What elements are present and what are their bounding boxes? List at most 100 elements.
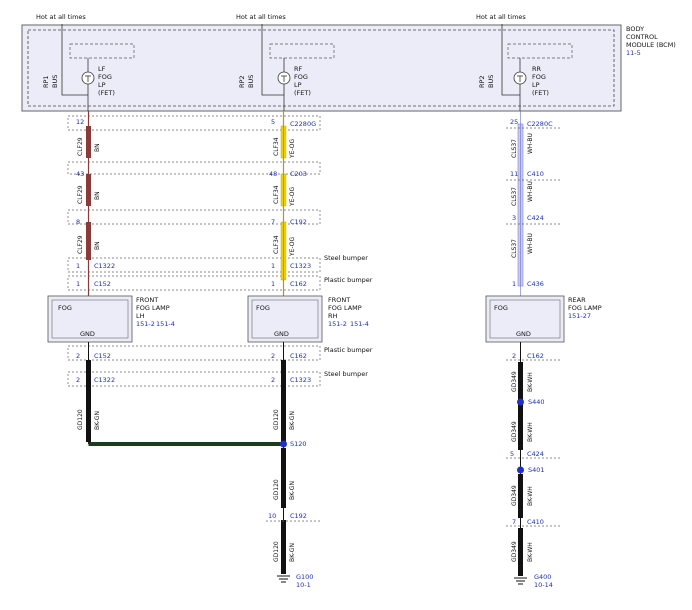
out-left-1: LF	[98, 65, 106, 73]
out-left-3: LP	[98, 81, 106, 89]
right-pin-3: 3	[512, 214, 516, 222]
right-conn-4: C436	[527, 280, 544, 288]
left-color-3: BN	[94, 241, 101, 250]
out-right-4: (FET)	[532, 89, 549, 97]
bcm-module-box	[21, 24, 622, 112]
left-gnd-pin-2: 2	[76, 376, 80, 384]
out-right-3: LP	[532, 81, 540, 89]
right-color-2: WH-BU	[527, 181, 534, 202]
right-code-2: CLS37	[511, 187, 518, 206]
right-gnd-conn-1: C162	[527, 352, 544, 360]
center-gnd-color-2: BK-GN	[289, 481, 296, 500]
out-center-4: (FET)	[294, 89, 311, 97]
right-gnd-wire-2: GD349	[511, 421, 518, 442]
left-gnd-color: BK-GN	[94, 411, 101, 430]
center-code-2: CLF34	[273, 185, 280, 204]
fet-boxes	[69, 43, 573, 59]
left-wire	[86, 111, 91, 296]
connector-bands	[67, 115, 321, 387]
center-pin-4: 1	[271, 262, 275, 270]
left-pin-3: 8	[76, 218, 80, 226]
lamp-right-gnd: GND	[516, 330, 531, 338]
right-gnd-pin-3: 7	[512, 518, 516, 526]
right-gnd-color-2: BK-WH	[527, 422, 534, 442]
splice-s440-label: S440	[528, 398, 545, 406]
lamp-right-ref-1: 151-27	[568, 312, 591, 320]
out-left-2: FOG	[98, 73, 112, 81]
left-gnd-conn-1: C152	[94, 352, 111, 360]
center-gnd-wire-2: GD120	[273, 479, 280, 500]
bumper-label-plastic-1: Plastic bumper	[324, 276, 373, 284]
left-gnd-pin-1: 2	[76, 352, 80, 360]
left-pin-1: 12	[76, 118, 84, 126]
left-pin-2: 43	[76, 170, 84, 178]
lamp-right-name-2: FOG LAMP	[568, 304, 602, 312]
ground-g100: G100	[296, 573, 313, 581]
out-center-1: RF	[294, 65, 303, 73]
lamp-center-name-3: RH	[328, 312, 338, 320]
center-gnd-pin-2: 2	[271, 376, 275, 384]
module-name-3: MODULE (BCM)	[626, 41, 676, 49]
center-gnd-conn-3: C192	[290, 512, 307, 520]
right-conn-2: C410	[527, 170, 544, 178]
right-gnd-color-1: BK-WH	[527, 372, 534, 392]
center-pin-2: 48	[269, 170, 277, 178]
bumper-label-steel-2: Steel bumper	[324, 370, 368, 378]
right-conn-1: C2280C	[527, 120, 553, 128]
out-right-2: FOG	[532, 73, 546, 81]
power-label-right: Hot at all times	[476, 13, 526, 21]
lamp-center	[247, 295, 323, 343]
out-center-3: LP	[294, 81, 302, 89]
lamp-left-name-2: FOG LAMP	[136, 304, 170, 312]
center-conn-4: C1323	[290, 262, 311, 270]
right-code-1: CLS37	[511, 139, 518, 158]
ground-g100-ref: 10-1	[296, 581, 311, 589]
right-pin-2: 11	[510, 170, 518, 178]
center-code-3: CLF34	[273, 235, 280, 254]
lamp-left-fog: FOG	[58, 304, 72, 312]
ground-g400: G400	[534, 573, 551, 581]
power-label-center: Hot at all times	[236, 13, 286, 21]
center-gnd-pin-1: 2	[271, 352, 275, 360]
right-pin-4: 1	[512, 280, 516, 288]
right-conn-3: C424	[527, 214, 544, 222]
right-gnd-wire-4: GD349	[511, 541, 518, 562]
center-gnd-wire-1: GD120	[273, 409, 280, 430]
power-feed-lines	[61, 24, 520, 96]
center-conn-1: C2280G	[290, 120, 316, 128]
lamp-left-ref-2: 151-4	[156, 320, 175, 328]
bcm-inner-box	[27, 29, 615, 107]
center-gnd-conn-1: C162	[290, 352, 307, 360]
left-gnd-wire: GD120	[77, 409, 84, 430]
center-conn-5: C162	[290, 280, 307, 288]
center-wire	[280, 111, 287, 296]
right-code-3: CLS37	[511, 239, 518, 258]
center-color-1: YE-OG	[289, 138, 296, 159]
module-name-1: BODY	[626, 25, 644, 33]
power-label-left: Hot at all times	[36, 13, 86, 21]
lamp-center-ref-2: 151-4	[350, 320, 369, 328]
pin-a-left: RP1	[42, 75, 50, 88]
bumper-label-steel-1: Steel bumper	[324, 254, 368, 262]
lamp-left-name-3: LH	[136, 312, 145, 320]
right-color-3: WH-BU	[527, 233, 534, 254]
right-gnd-color-4: BK-WH	[527, 542, 534, 562]
right-color-1: WH-BU	[527, 133, 534, 154]
pin-b-right: BUS	[487, 75, 495, 88]
splice-s120	[280, 440, 287, 448]
left-pin-5: 1	[76, 280, 80, 288]
lamp-left-ref-1: 151-2	[136, 320, 155, 328]
center-gnd-color-1: BK-GN	[289, 411, 296, 430]
center-conn-3: C192	[290, 218, 307, 226]
right-gnd-wire-1: GD349	[511, 371, 518, 392]
left-color-1: BN	[94, 143, 101, 152]
left-gnd-conn-2: C1322	[94, 376, 115, 384]
right-gnd-wire-3: GD349	[511, 485, 518, 506]
center-gnd-wire-3: GD120	[273, 541, 280, 562]
splice-s401-label: S401	[528, 466, 545, 474]
center-pin-5: 1	[271, 280, 275, 288]
left-color-2: BN	[94, 191, 101, 200]
module-name-2: CONTROL	[626, 33, 658, 41]
center-pin-3: 7	[271, 218, 275, 226]
